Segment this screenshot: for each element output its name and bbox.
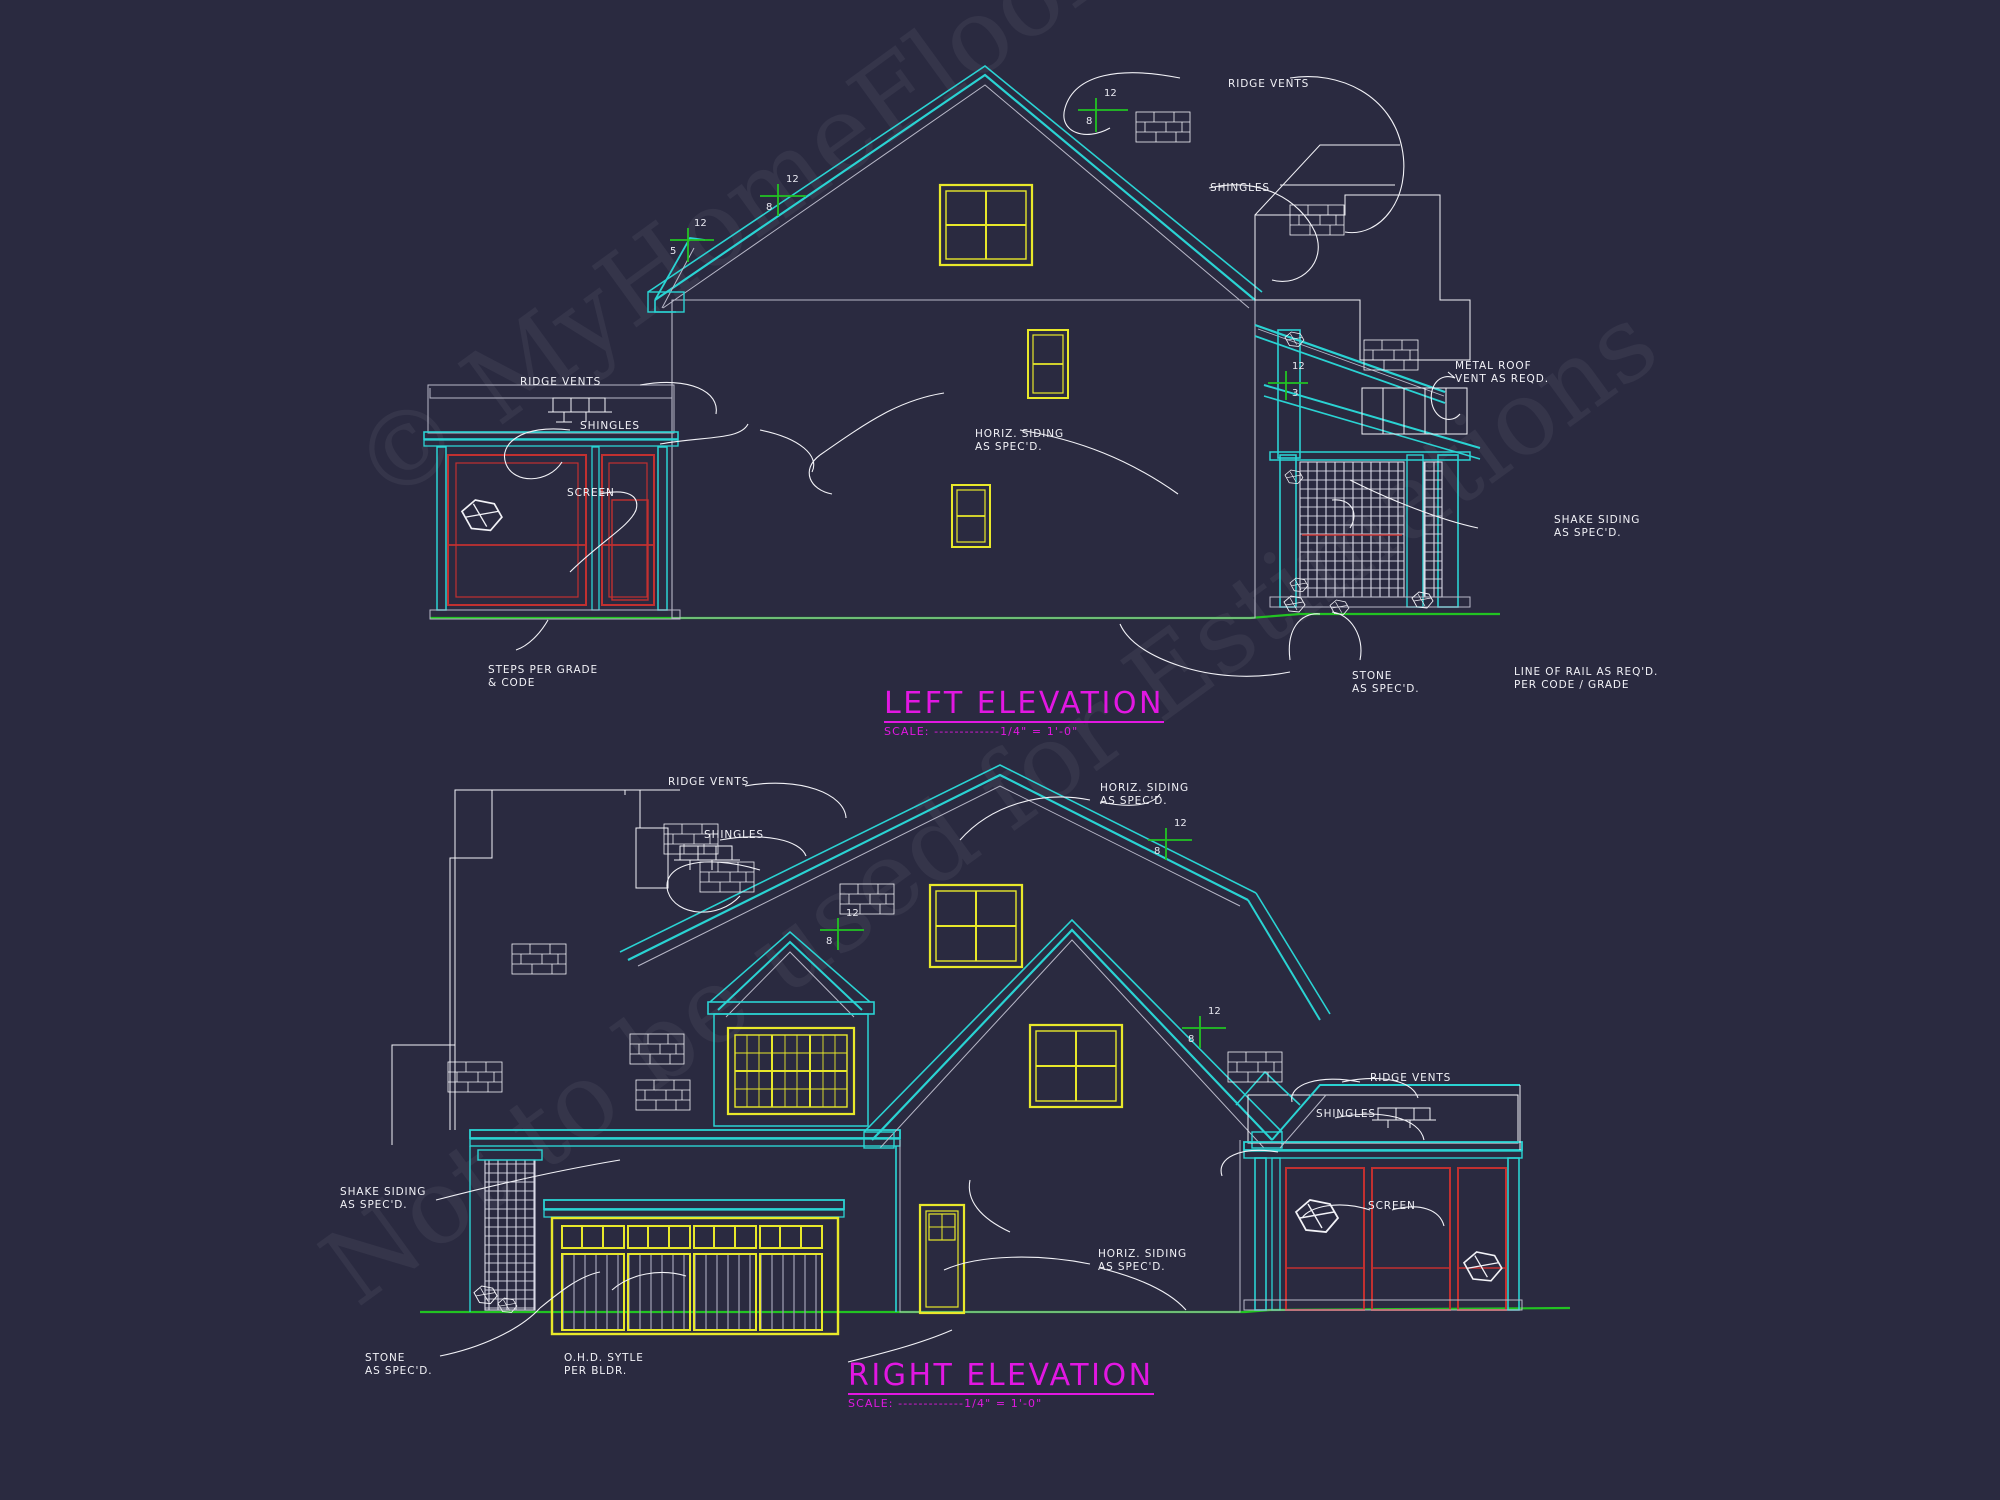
pitch-12-8-main-run: 8 xyxy=(1086,116,1093,127)
right-elevation-scale: SCALE: -------------1/4" = 1'-0" xyxy=(848,1396,1043,1410)
pitch-r-12-8-left-rise: 12 xyxy=(846,908,859,919)
left-elevation-title-block: LEFT ELEVATION SCALE: -------------1/4" … xyxy=(884,688,1164,738)
pitch-r-12-8-right-rise: 12 xyxy=(1208,1006,1221,1017)
pitch-12-3-rise: 12 xyxy=(1292,361,1305,372)
pitch-12-5-run: 5 xyxy=(670,246,677,257)
right-title-rule xyxy=(848,1393,1154,1395)
left-elevation-scale: SCALE: -------------1/4" = 1'-0" xyxy=(884,724,1079,738)
pitch-12-3-run: 3 xyxy=(1292,388,1299,399)
right-elevation-title-block: RIGHT ELEVATION SCALE: -------------1/4"… xyxy=(848,1360,1154,1410)
pitch-12-5-rise: 12 xyxy=(694,218,707,229)
right-elevation-title: RIGHT ELEVATION xyxy=(848,1358,1154,1393)
pitch-r-12-8-main-run: 8 xyxy=(1154,846,1161,857)
pitch-r-12-8-right-run: 8 xyxy=(1188,1034,1195,1045)
pitch-r-12-8-main-rise: 12 xyxy=(1174,818,1187,829)
left-elevation-title: LEFT ELEVATION xyxy=(884,686,1164,721)
pitch-12-8-gable-run: 8 xyxy=(766,202,773,213)
pitch-r-12-8-left-run: 8 xyxy=(826,936,833,947)
left-title-rule xyxy=(884,721,1164,723)
pitch-12-8-gable-rise: 12 xyxy=(786,174,799,185)
pitch-12-8-main-rise: 12 xyxy=(1104,88,1117,99)
